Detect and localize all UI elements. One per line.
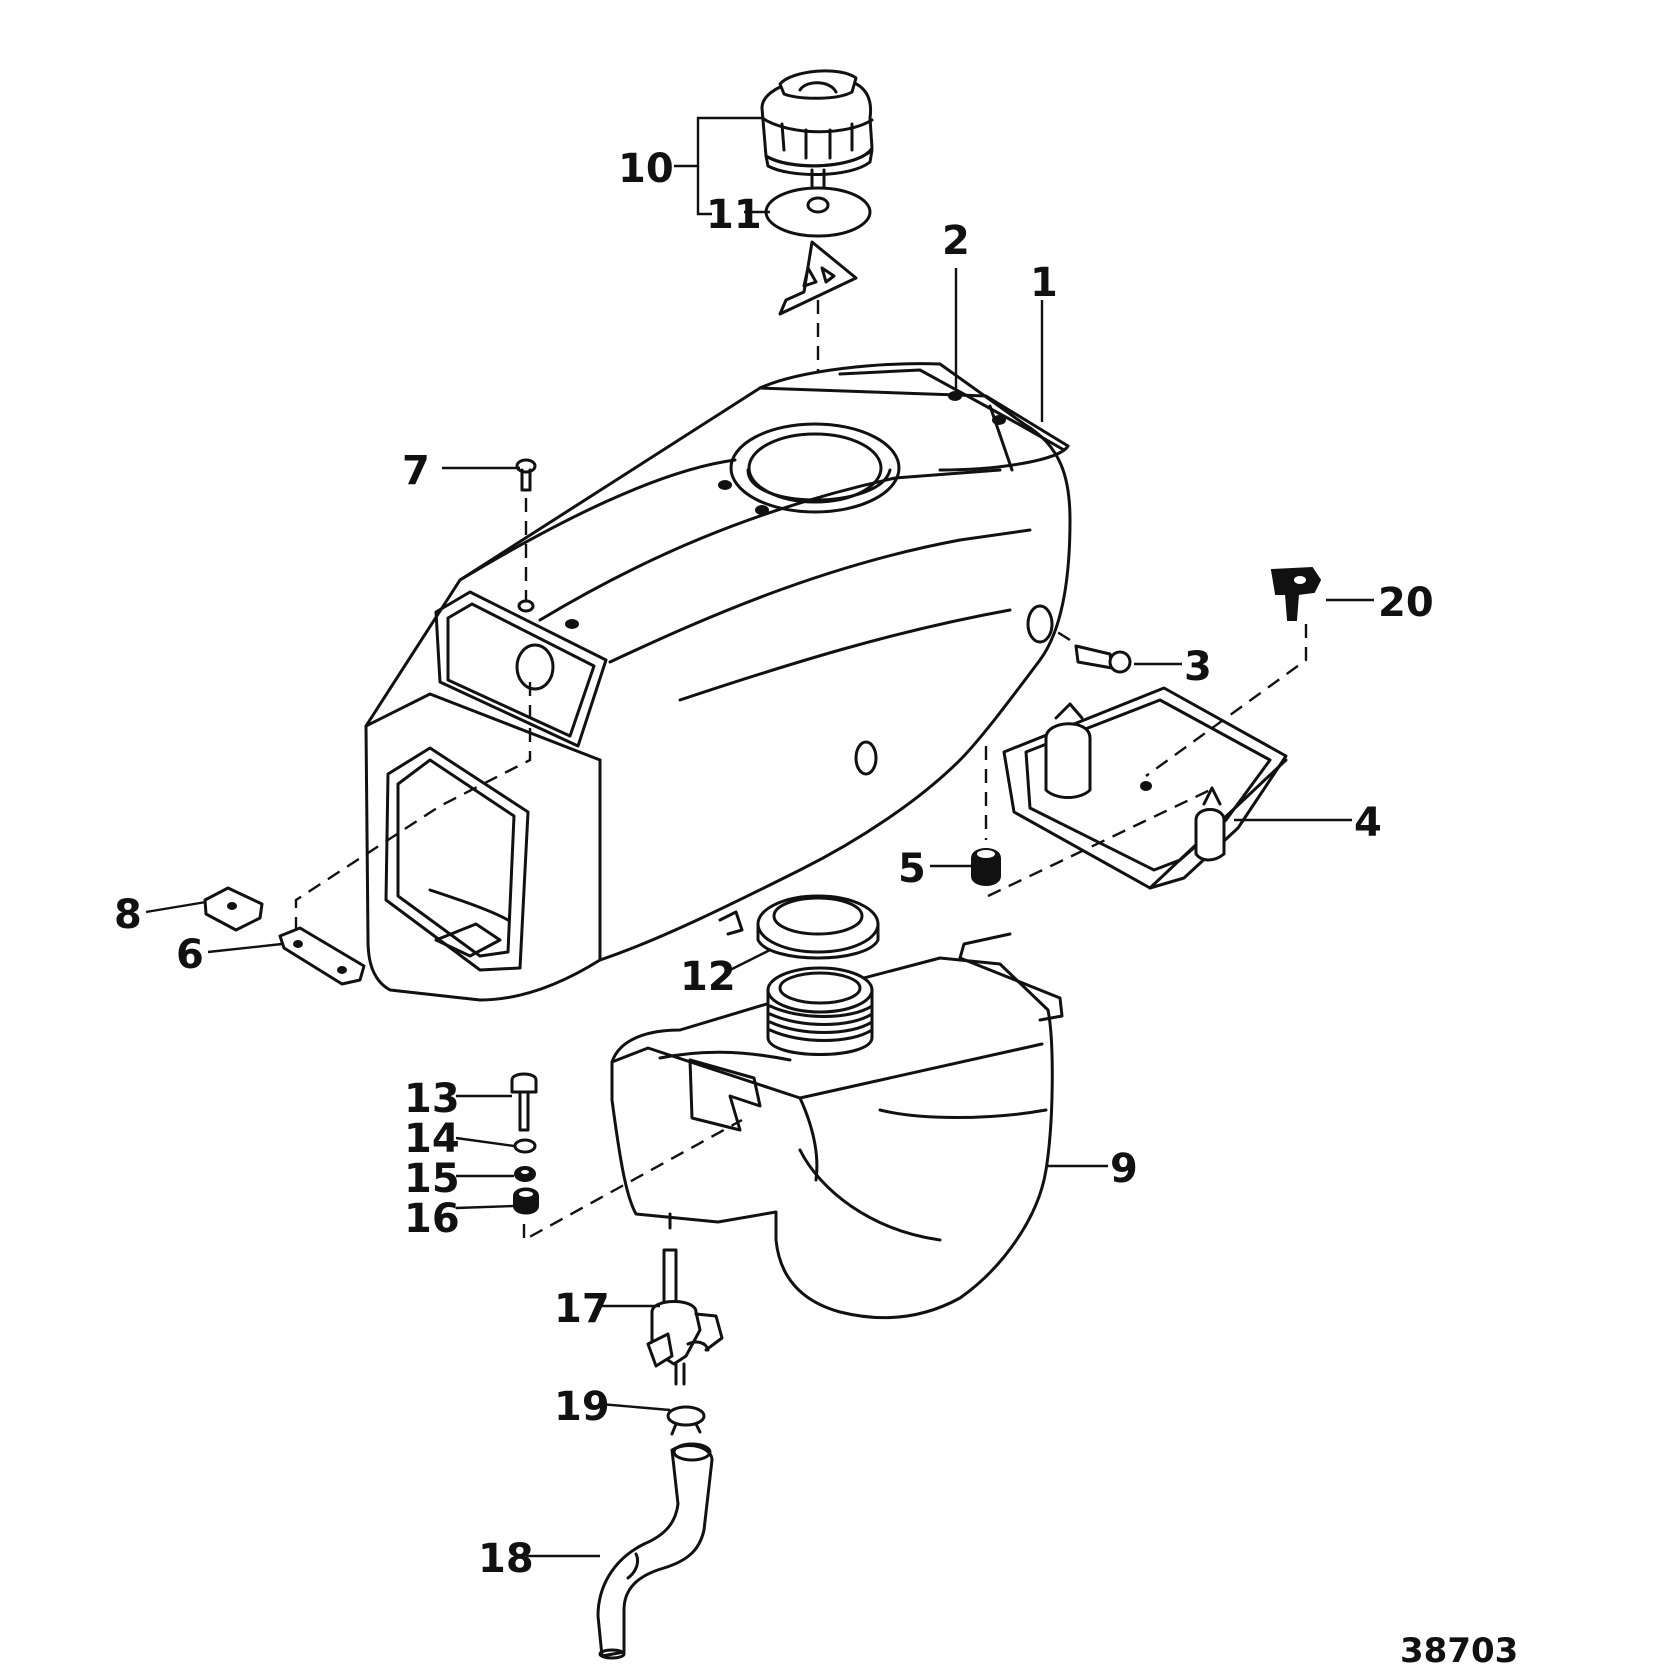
callout-2: 2 [942,218,970,264]
callout-9: 9 [1110,1146,1138,1192]
tray-4-alignment [987,788,1211,898]
callout-6: 6 [176,932,204,978]
callout-13: 13 [404,1076,460,1122]
callout-10: 10 [618,146,674,192]
top-cover-part [364,362,1072,1002]
callout-labels: 1 2 3 4 5 6 7 8 9 10 11 12 13 14 15 16 1… [114,146,1434,1582]
callout-7: 7 [402,448,430,494]
cap-retainer-strap [778,240,858,316]
fuel-hose-18-part [596,1442,714,1660]
screw-3-part [1074,644,1132,674]
key-20-part [1270,566,1322,621]
callout-18: 18 [478,1536,534,1582]
callout-8: 8 [114,892,142,938]
fuel-tank-part [610,932,1064,1320]
tank-bolt-alignment [522,1118,743,1243]
clip-8-part [203,886,264,932]
screw-3-alignment [1053,628,1071,642]
grommet-16-part [513,1187,539,1215]
callout-11: 11 [706,192,762,238]
washer-14-part [513,1138,537,1154]
tray-4-part [1002,686,1288,890]
callout-15: 15 [404,1156,460,1202]
hose-clamp-19-part [666,1405,706,1436]
callout-5: 5 [898,846,926,892]
callout-17: 17 [554,1286,610,1332]
callout-14: 14 [404,1116,460,1162]
bracket-6-part [278,926,366,986]
front-bracket-alignment [294,682,532,940]
callout-16: 16 [404,1196,460,1242]
grommet-5-part [971,848,1001,886]
callout-3: 3 [1184,644,1212,690]
washer-15-part [514,1166,536,1182]
callout-1: 1 [1030,260,1058,306]
callout-20: 20 [1378,580,1434,626]
callout-12: 12 [680,954,736,1000]
callout-19: 19 [554,1384,610,1430]
fuel-valve-17-part [646,1248,724,1386]
document-number: 38703 [1400,1631,1518,1671]
callout-4: 4 [1354,800,1382,846]
fuel-cap-part [760,69,874,190]
screw-7-part [515,458,537,492]
leader-lines [145,116,1374,1558]
key-20-alignment [1145,624,1308,777]
cap-gasket-part [764,186,872,238]
bolt-13-part [510,1072,538,1132]
filler-ring-12-part [756,894,880,960]
